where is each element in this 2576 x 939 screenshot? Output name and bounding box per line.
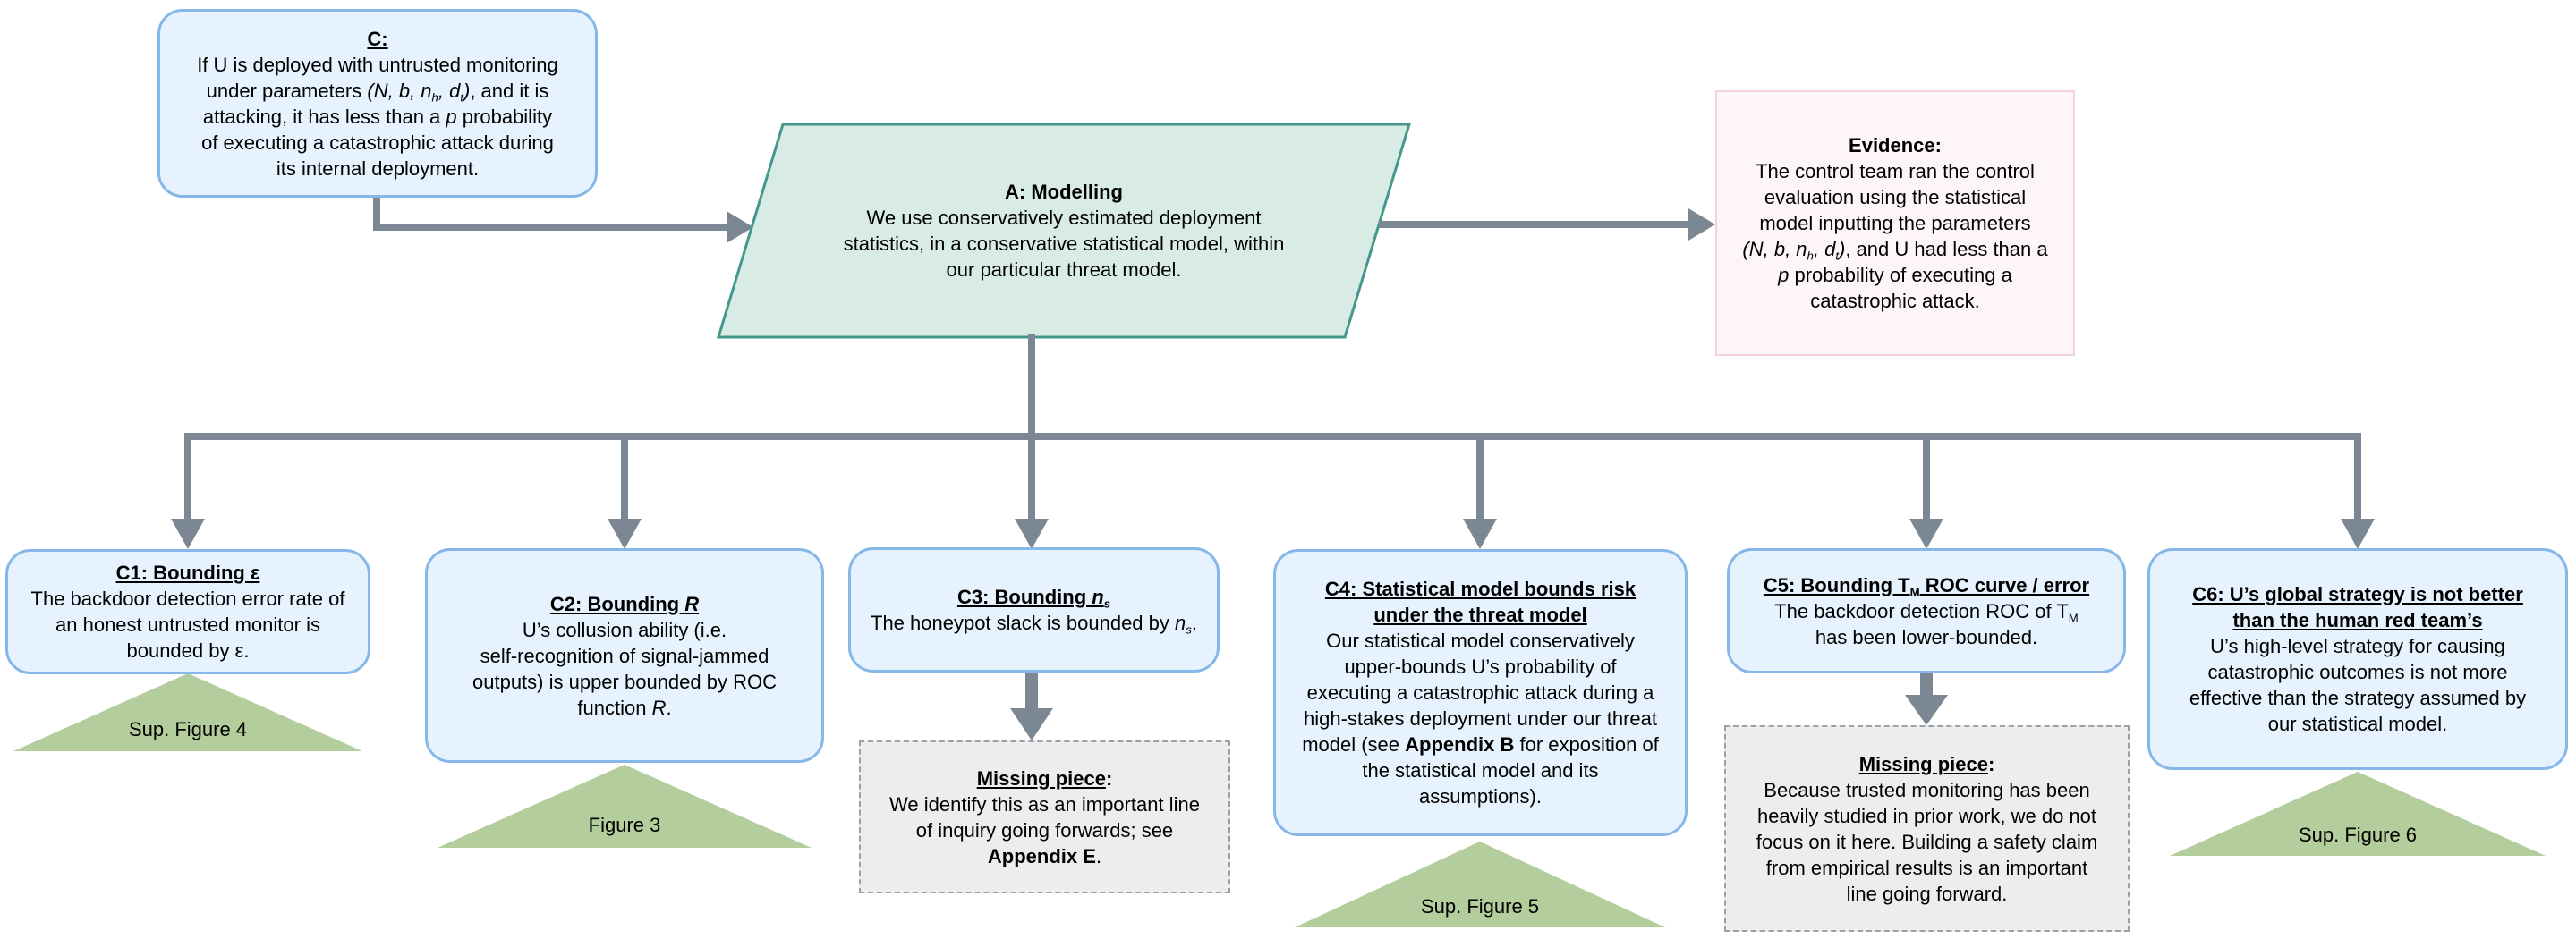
support-label-figure-3: Figure 3 [588, 814, 661, 836]
modelling-parallelogram [716, 123, 1412, 339]
claim-box-c1: C1: Bounding ε The backdoor detection er… [5, 549, 370, 674]
arrowhead-strategy-to-evidence [1688, 208, 1715, 241]
claim-c3-body: The honeypot slack is bounded by ns. [871, 612, 1197, 637]
missing-piece-1-title: Missing piece: [976, 766, 1113, 790]
support-triangle-sup-figure-4 [13, 673, 362, 751]
claim-box-c: C: If U is deployed with untrusted monit… [157, 9, 598, 198]
strategy-modelling-text: A: Modelling We use conservatively estim… [773, 124, 1355, 337]
claim-c5-title: C5: Bounding TM ROC curve / error [1763, 573, 2090, 599]
support-triangle-sup-figure-6 [2170, 772, 2546, 856]
support-label-sup-figure-5: Sup. Figure 5 [1420, 895, 1540, 918]
arrowhead-c3-to-missing [1010, 708, 1053, 740]
support-triangle-figure-3 [438, 765, 812, 848]
arrowhead-claim-to-strategy [727, 211, 753, 243]
claim-c-title: C: [367, 27, 388, 50]
claim-c-body: If U is deployed with untrusted monitori… [197, 53, 558, 180]
strategy-body: We use conservatively estimated deployme… [843, 207, 1285, 281]
claim-box-c2: C2: Bounding R U’s collusion ability (i.… [425, 548, 824, 763]
evidence-title: Evidence: [1849, 134, 1942, 156]
support-triangle-sup-figure-5 [1295, 842, 1665, 927]
missing-piece-box-1: Missing piece: We identify this as an im… [859, 740, 1230, 893]
arrowhead-drop-c2 [608, 519, 642, 549]
arrowhead-drop-c6 [2341, 519, 2375, 549]
missing-piece-2-title: Missing piece: [1858, 752, 1995, 775]
missing-piece-box-2: Missing piece: Because trusted monitorin… [1724, 725, 2130, 932]
evidence-box: Evidence: The control team ran the contr… [1715, 90, 2075, 356]
arrowhead-c5-to-missing [1905, 695, 1948, 725]
claim-box-c3: C3: Bounding ns The honeypot slack is bo… [848, 547, 1220, 673]
claim-c3-title: C3: Bounding ns [956, 586, 1111, 611]
support-label-sup-figure-6: Sup. Figure 6 [2298, 824, 2418, 846]
arrowhead-drop-c4 [1463, 519, 1497, 549]
arrowhead-drop-c1 [171, 519, 205, 549]
strategy-title: A: Modelling [1005, 181, 1123, 203]
claim-c1-title: C1: Bounding ε [115, 562, 260, 584]
connector-claim-to-strategy [373, 198, 727, 231]
support-label-sup-figure-4: Sup. Figure 4 [128, 718, 248, 740]
claim-c2-title: C2: Bounding R [549, 592, 700, 615]
arrowhead-drop-c3 [1015, 519, 1049, 549]
claim-c2-body: U’s collusion ability (i.e.self-recognit… [472, 618, 777, 719]
claim-box-c5: C5: Bounding TM ROC curve / error The ba… [1727, 548, 2126, 673]
arrowhead-drop-c5 [1909, 519, 1943, 549]
